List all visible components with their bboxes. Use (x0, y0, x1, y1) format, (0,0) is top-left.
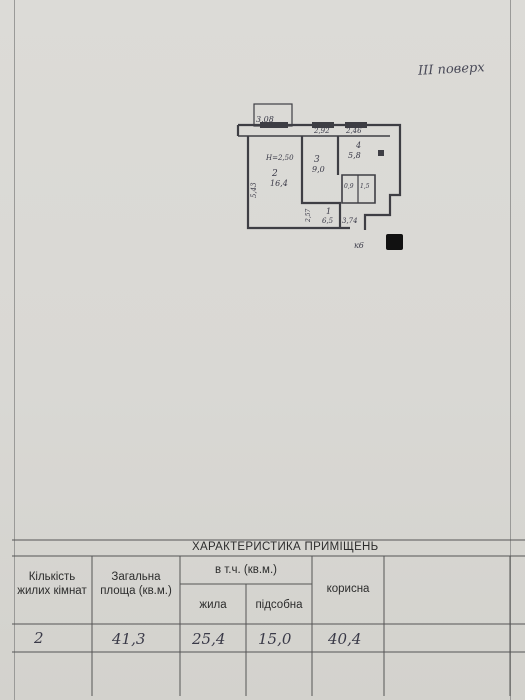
room-4-number: 4 (355, 141, 361, 150)
margin-line-right (510, 0, 511, 700)
redaction-mark (386, 234, 403, 250)
window-1 (260, 122, 288, 128)
stair-label: к6 (354, 241, 364, 250)
header-living: жила (199, 599, 227, 611)
value-useful: 40,4 (328, 630, 362, 648)
table-title: ХАРАКТЕРИСТИКА ПРИМІЩЕНЬ (192, 541, 379, 553)
dim-top-1: 3,08 (256, 115, 274, 124)
room-2-area: 16,4 (270, 179, 288, 188)
dim-side: 5,43 (250, 182, 258, 198)
header-useful: корисна (326, 583, 370, 595)
value-total-area: 41,3 (112, 630, 146, 648)
floor-label: III поверх (417, 60, 486, 79)
header-total-area: Загальна площа (кв.м.) (100, 571, 172, 597)
value-auxiliary: 15,0 (258, 630, 292, 648)
window-3 (345, 122, 367, 128)
outer-wall-left (236, 125, 350, 230)
toilet-area: 0,9 (344, 183, 354, 190)
dim-corridor: 2,57 (305, 208, 312, 223)
bath-block (341, 174, 376, 204)
stove (378, 150, 384, 156)
room-3-area: 9,0 (312, 165, 325, 174)
floor-plan: 3,08 2,92 2,46 H=2,50 2 16,4 3 9,0 4 5,8… (236, 103, 402, 250)
value-rooms: 2 (34, 629, 44, 647)
margin-line-left (14, 0, 15, 700)
room-2-number: 2 (271, 169, 278, 179)
room-3-number: 3 (314, 155, 320, 165)
window-2 (312, 122, 334, 128)
dim-top-2: 2,92 (313, 127, 330, 135)
header-including: в т.ч. (кв.м.) (215, 564, 277, 576)
bath-area: 1,5 (360, 183, 370, 190)
table-grid (12, 539, 525, 696)
partition-living (300, 136, 342, 228)
room-4-area: 5,8 (348, 151, 361, 160)
room-1-number: 1 (326, 207, 331, 216)
header-rooms: Кількість жилих кімнат (17, 571, 87, 597)
value-living: 25,4 (192, 630, 226, 648)
dim-top-3: 2,46 (345, 127, 362, 135)
characteristics-table: ХАРАКТЕРИСТИКА ПРИМІЩЕНЬ Кількість жилих… (12, 536, 525, 696)
ceiling-height: H=2,50 (265, 154, 294, 162)
room-1-area: 6,5 (322, 217, 334, 225)
dim-entry: 3,74 (342, 217, 358, 225)
outer-wall-right (238, 123, 402, 230)
header-auxiliary: підсобна (255, 599, 303, 611)
